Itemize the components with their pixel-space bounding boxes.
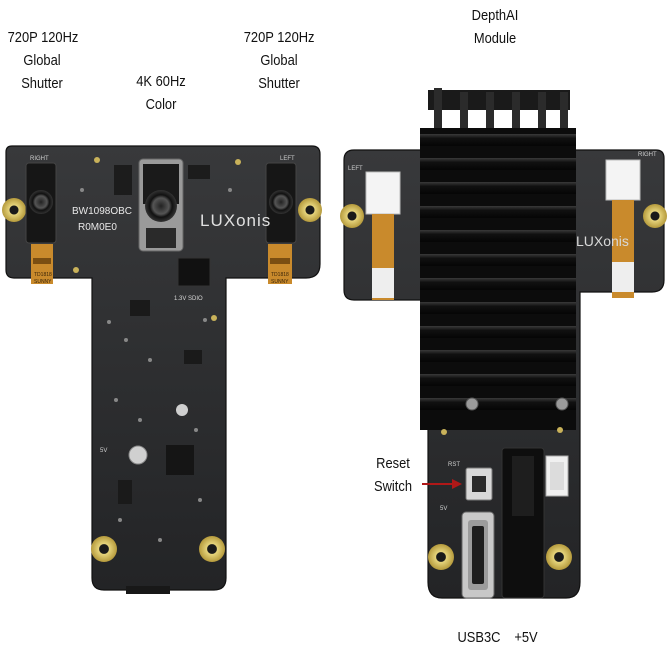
usb-label: USB3C	[456, 626, 502, 649]
right-camera-type: Global	[260, 52, 298, 69]
left-camera-label: 720P 120Hz Global Shutter	[7, 26, 79, 95]
fan-connector-icon	[545, 455, 569, 497]
left-camera-spec: 720P 120Hz	[7, 29, 79, 46]
center-camera-label: 4K 60Hz Color	[127, 70, 194, 116]
usb-text: USB3C	[457, 629, 501, 646]
mount-hole-icon	[91, 536, 117, 562]
right-flex-brand: SUNNY	[271, 279, 289, 285]
rst-tag-text: RST	[448, 462, 460, 468]
five-v-text: 5V	[100, 448, 107, 454]
module-brand-text: LUXonis	[576, 233, 629, 249]
right-camera-icon	[265, 162, 297, 284]
mount-hole-icon	[428, 544, 454, 570]
reset-switch-icon	[465, 467, 493, 501]
mount-hole-icon	[643, 204, 667, 228]
board-id-text: BW1098OBC	[72, 206, 132, 217]
power-jack-icon	[501, 447, 545, 599]
mount-hole-icon	[199, 536, 225, 562]
reset-label: Reset Switch	[372, 452, 415, 498]
module-subtitle: Module	[473, 30, 517, 47]
right-camera-label: 720P 120Hz Global Shutter	[244, 26, 315, 95]
reset-arrow-icon	[422, 479, 462, 489]
power-text: +5V	[514, 629, 538, 646]
mount-hole-icon	[340, 204, 364, 228]
voltage-text: 1.3V SDIO	[174, 296, 203, 302]
usb-c-port-icon	[461, 511, 495, 599]
right-camera-mode: Shutter	[258, 75, 300, 92]
color-camera-icon	[138, 158, 184, 252]
left-camera-icon	[25, 162, 57, 284]
right-flex-code: TD1818	[271, 272, 289, 278]
brand-logo-text: LUXonis	[200, 211, 271, 230]
mount-hole-icon	[2, 198, 26, 222]
mount-hole-icon	[298, 198, 322, 222]
module-right-tag: RIGHT	[638, 152, 657, 158]
reset-word: Reset	[376, 455, 410, 472]
left-tag-text: LEFT	[280, 156, 295, 162]
module-five-v-text: 5V	[440, 506, 447, 512]
depthai-module-board: LEFT RIGHT LUXonis	[340, 88, 667, 599]
camera-board: BW1098OBC R0M0E0 LUXonis 1.3V SDIO RIGHT…	[2, 145, 322, 594]
right-tag-text: RIGHT	[30, 156, 49, 162]
module-left-tag: LEFT	[348, 166, 363, 172]
right-camera-spec: 720P 120Hz	[243, 29, 315, 46]
left-flex-brand: SUNNY	[34, 279, 52, 285]
power-label: +5V	[511, 626, 542, 649]
module-label: DepthAI Module	[460, 4, 531, 50]
module-title: DepthAI	[471, 7, 519, 24]
left-camera-mode: Shutter	[21, 75, 63, 92]
center-camera-type: Color	[145, 96, 177, 113]
revision-text: R0M0E0	[78, 222, 117, 233]
heatsink-icon	[420, 88, 576, 430]
switch-word: Switch	[373, 478, 413, 495]
left-flex-code: TD1818	[34, 272, 52, 278]
left-camera-type: Global	[23, 52, 61, 69]
center-camera-spec: 4K 60Hz	[136, 73, 186, 90]
mount-hole-icon	[546, 544, 572, 570]
